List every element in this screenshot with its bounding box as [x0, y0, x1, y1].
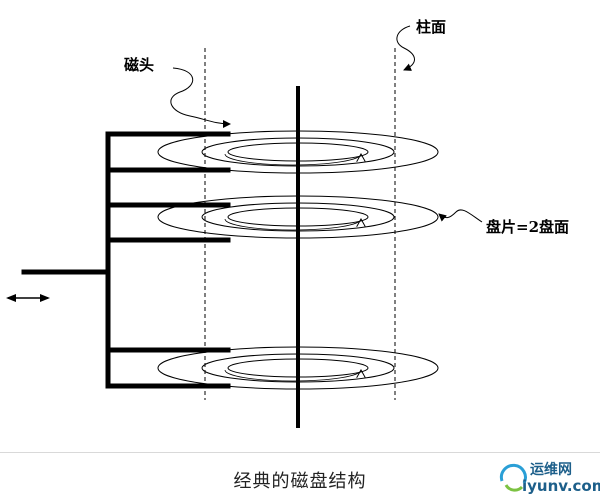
platter-leader-line [438, 209, 483, 223]
platter-1-rotation-arrow [224, 154, 361, 166]
move-direction-arrow [6, 294, 50, 302]
head-actuator [21, 131, 231, 389]
watermark-en-text: iyunv.com [522, 477, 600, 495]
watermark-logo-icon [499, 463, 527, 492]
head-leader-line [170, 67, 231, 128]
figure-caption: 经典的磁盘结构 [233, 471, 367, 492]
cylinder-label: 柱面 [416, 18, 446, 36]
cylinder-leader-line [396, 25, 415, 71]
platter-label: 盘片=2盘面 [486, 218, 569, 236]
caption-bar: 经典的磁盘结构 运维网 iyunv.com [0, 452, 600, 500]
head-label: 磁头 [124, 56, 154, 74]
platter-3-rotation-arrow [224, 370, 361, 382]
site-watermark: 运维网 iyunv.com [494, 455, 600, 499]
watermark-cn-text: 运维网 [530, 462, 572, 478]
platter-2-rotation-arrow [224, 219, 361, 231]
